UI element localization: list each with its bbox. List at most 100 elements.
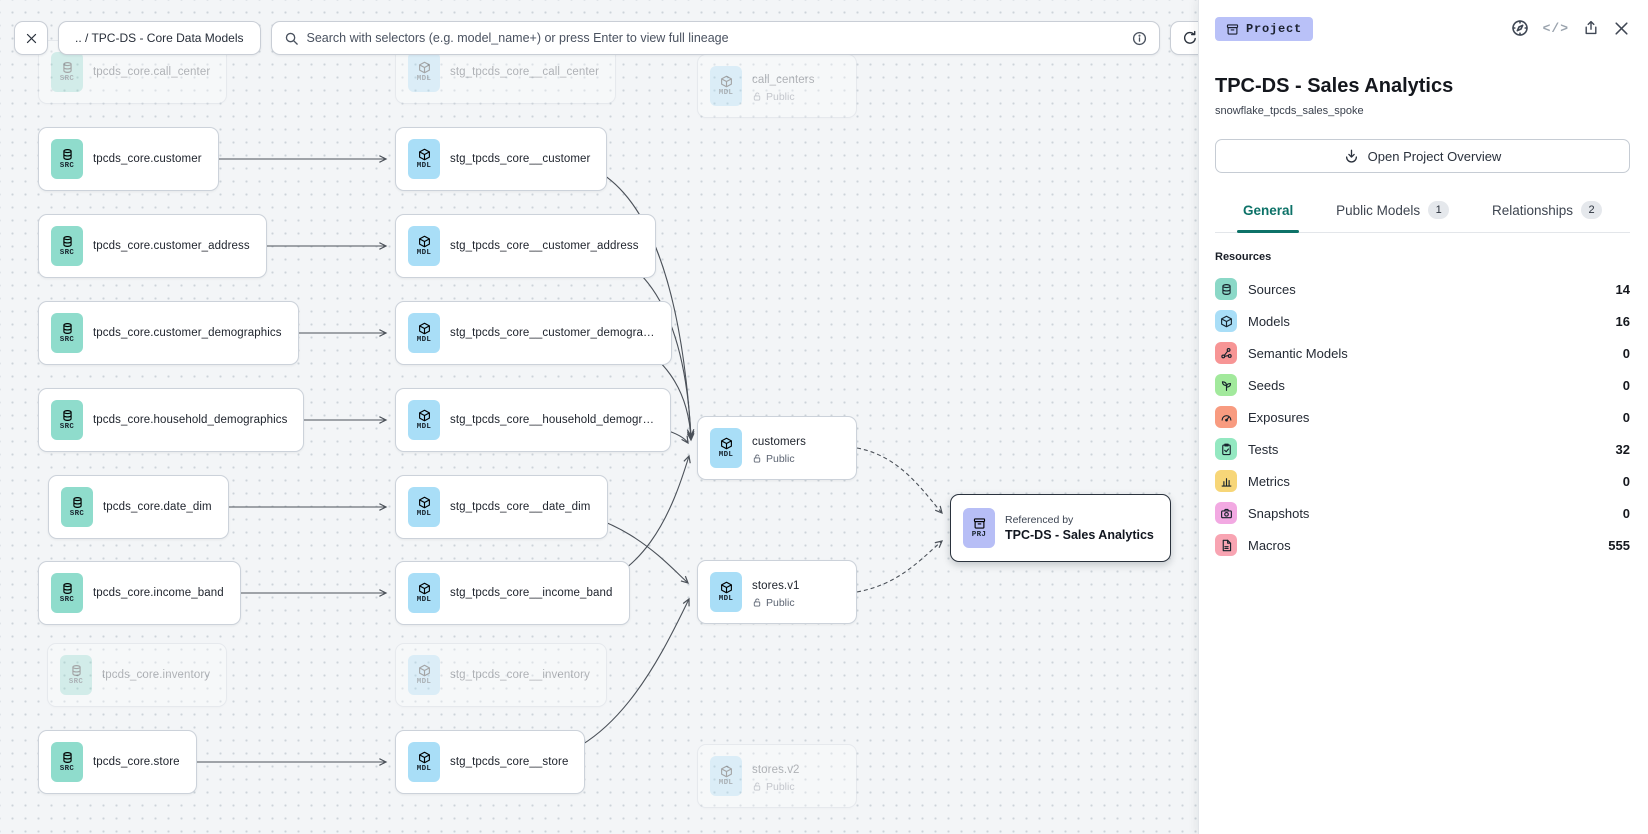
chip-label: MDL — [416, 678, 432, 686]
node-label: stg_tpcds_core__customer_address — [450, 240, 639, 252]
resource-count: 14 — [1615, 281, 1630, 297]
resource-name: Macros — [1248, 537, 1291, 553]
resource-name: Sources — [1248, 281, 1296, 297]
src-chip: SRC — [51, 742, 83, 782]
resource-count: 555 — [1608, 537, 1630, 553]
lock-open-icon — [752, 597, 762, 608]
node-label: TPC-DS - Sales Analytics — [1005, 528, 1154, 542]
semantic-icon — [1215, 342, 1237, 364]
breadcrumb[interactable]: .. / TPC-DS - Core Data Models — [58, 21, 261, 55]
resource-name: Semantic Models — [1248, 345, 1348, 361]
node-label: stg_tpcds_core__inventory — [450, 669, 590, 681]
archive-icon — [1226, 23, 1239, 36]
cube-icon — [418, 664, 431, 677]
search-bar — [270, 21, 1160, 55]
chip-label: MDL — [416, 765, 432, 773]
compass-icon[interactable] — [1511, 19, 1529, 37]
mdl-chip: MDL — [408, 226, 440, 266]
code-icon[interactable]: </> — [1542, 20, 1569, 36]
refresh-icon — [1182, 30, 1198, 46]
resources-header: Resources — [1215, 251, 1272, 263]
resource-name: Tests — [1248, 441, 1279, 457]
chip-label: MDL — [416, 596, 432, 604]
chip-label: MDL — [416, 423, 432, 431]
open-project-overview-button[interactable]: Open Project Overview — [1215, 139, 1630, 173]
resource-row-sources[interactable]: Sources 14 — [1215, 273, 1630, 305]
chip-label: MDL — [416, 249, 432, 257]
src-chip: SRC — [61, 487, 93, 527]
panel-tabs: General Public Models 1 Relationships 2 — [1215, 193, 1630, 233]
node-label: call_centers — [752, 73, 815, 86]
metric-icon — [1215, 470, 1237, 492]
database-icon — [61, 61, 74, 74]
node-label: stg_tpcds_core__customer_demogra… — [450, 327, 655, 339]
database-icon — [61, 322, 74, 335]
project-detail-panel: Project </> TPC-DS - Sales Analytics sno… — [1198, 0, 1648, 834]
node-mdl-stg-customer-demographics[interactable]: MDL stg_tpcds_core__customer_demogra… — [395, 301, 672, 365]
resource-count: 32 — [1615, 441, 1630, 457]
resource-count: 0 — [1622, 409, 1630, 425]
resource-count: 0 — [1622, 505, 1630, 521]
node-mdl-stg-customer-address[interactable]: MDL stg_tpcds_core__customer_address — [395, 214, 656, 278]
chip-label: MDL — [416, 336, 432, 344]
src-chip: SRC — [51, 313, 83, 353]
database-icon — [61, 409, 74, 422]
src-chip: SRC — [51, 573, 83, 613]
open-project-overview-label: Open Project Overview — [1367, 148, 1502, 164]
close-lineage-button[interactable] — [14, 21, 48, 55]
chip-label: SRC — [59, 249, 75, 257]
mdl-chip: MDL — [408, 742, 440, 782]
test-icon — [1215, 438, 1237, 460]
chip-label: MDL — [718, 595, 734, 603]
database-icon — [61, 751, 74, 764]
node-label: tpcds_core.date_dim — [103, 501, 212, 513]
info-icon[interactable] — [1132, 31, 1147, 46]
tab-general-label: General — [1243, 202, 1294, 218]
node-src-date-dim[interactable]: SRC tpcds_core.date_dim — [48, 475, 229, 539]
cube-icon — [418, 751, 431, 764]
resource-row-tests[interactable]: Tests 32 — [1215, 433, 1630, 465]
share-icon[interactable] — [1583, 20, 1599, 36]
search-input[interactable] — [306, 31, 1124, 45]
src-chip: SRC — [51, 226, 83, 266]
lock-open-icon — [752, 781, 762, 792]
tab-relationships[interactable]: Relationships 2 — [1490, 193, 1604, 232]
tab-general[interactable]: General — [1236, 193, 1300, 233]
tab-public-models[interactable]: Public Models 1 — [1334, 193, 1451, 232]
node-mdl-stg-inventory[interactable]: MDL stg_tpcds_core__inventory — [395, 643, 607, 707]
seed-icon — [1215, 374, 1237, 396]
resource-row-macros[interactable]: Macros 555 — [1215, 529, 1630, 561]
gauge-icon — [1215, 406, 1237, 428]
chip-label: SRC — [69, 510, 85, 518]
cube-icon — [418, 582, 431, 595]
chip-label: MDL — [416, 510, 432, 518]
close-panel-icon[interactable] — [1613, 20, 1630, 37]
camera-icon — [1215, 502, 1237, 524]
src-chip: SRC — [51, 400, 83, 440]
